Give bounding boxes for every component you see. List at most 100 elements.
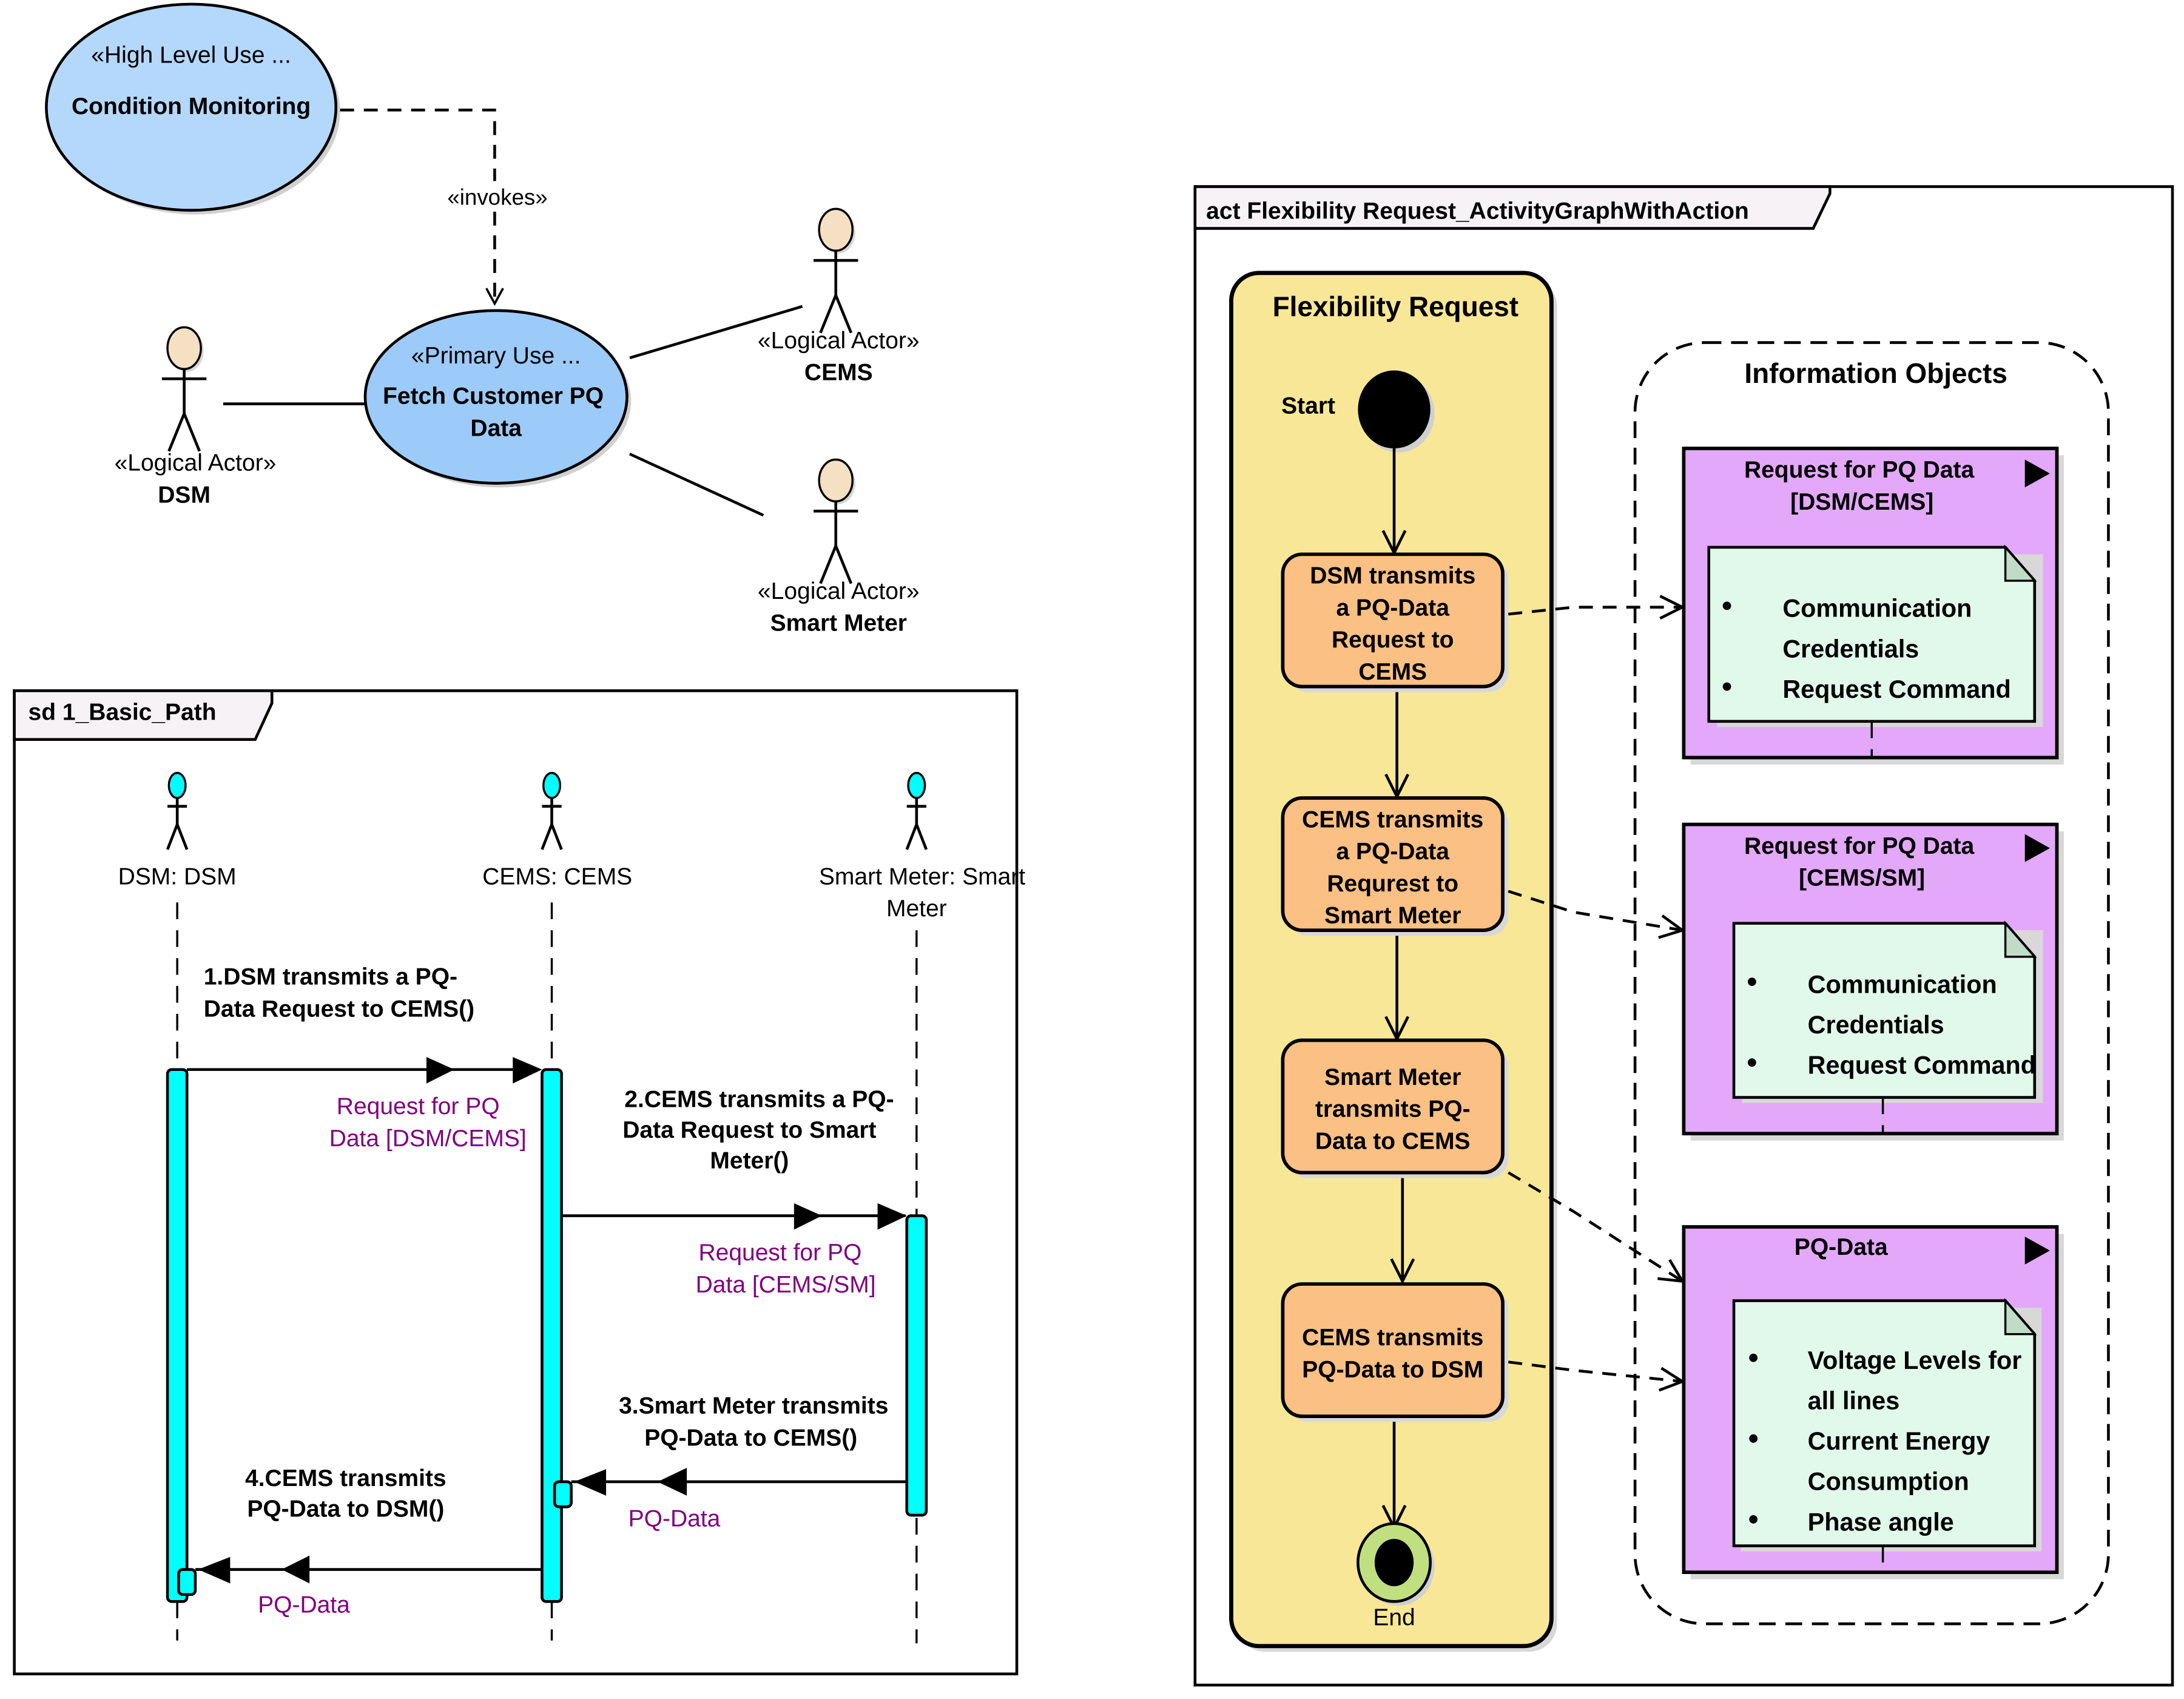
- bullet-icon: [1747, 978, 1756, 986]
- action-smart-meter-transmits-data[interactable]: Smart Meter transmits PQ- Data to CEMS: [1281, 1038, 1509, 1178]
- invokes-label: «invokes»: [447, 184, 547, 209]
- conveyed-object: PQ-Data: [629, 1505, 721, 1532]
- message-2[interactable]: 2.CEMS transmits a PQ- Data Request to S…: [561, 1087, 907, 1298]
- lifeline-label-line2: Meter: [886, 896, 947, 922]
- use-case-condition-monitoring[interactable]: «High Level Use ... Condition Monitoring: [45, 2, 340, 215]
- bullet-icon: [1749, 1434, 1758, 1443]
- message-1[interactable]: 1.DSM transmits a PQ- Data Request to CE…: [187, 964, 542, 1152]
- object-pq-data[interactable]: PQ-Data Voltage Levels for all lines Cur…: [1682, 1225, 2064, 1579]
- action-label-line2: a PQ-Data: [1336, 595, 1450, 621]
- activation-bar-smart-meter[interactable]: [905, 1214, 928, 1517]
- use-case-name: Condition Monitoring: [72, 93, 311, 120]
- signal-arrow-icon: [2024, 834, 2051, 862]
- actor-name: CEMS: [804, 360, 873, 386]
- lifeline-cems[interactable]: CEMS: CEMS: [482, 772, 632, 1641]
- note-item-cont: Consumption: [1808, 1468, 1969, 1496]
- note-item: Current Energy: [1808, 1427, 1990, 1455]
- lifeline-dsm[interactable]: DSM: DSM: [118, 772, 237, 1641]
- actor-stereotype: «Logical Actor»: [758, 328, 920, 354]
- object-note: Voltage Levels for all lines Current Ene…: [1732, 1298, 2042, 1552]
- actor-stick-figure-icon: [161, 326, 207, 452]
- actor-smart-meter[interactable]: «Logical Actor» Smart Meter: [758, 458, 920, 637]
- lifeline-smart-meter[interactable]: Smart Meter: Smart Meter: [819, 772, 1025, 1644]
- lifeline-actor-icon: [166, 772, 189, 850]
- object-request-dsm-cems[interactable]: Request for PQ Data [DSM/CEMS] Communica…: [1682, 447, 2064, 765]
- actor-cems[interactable]: «Logical Actor» CEMS: [758, 208, 920, 386]
- information-flow-arrow-icon: [794, 1203, 822, 1230]
- message-label-line1: 4.CEMS transmits: [245, 1465, 447, 1491]
- use-case-stereotype: «Primary Use ...: [411, 343, 581, 369]
- bullet-icon: [1722, 601, 1731, 610]
- object-title-line2: [DSM/CEMS]: [1790, 489, 1933, 515]
- use-case-fetch-customer-pq-data[interactable]: «Primary Use ... Fetch Customer PQ Data: [363, 309, 632, 488]
- arrowhead-icon: [513, 1056, 542, 1084]
- note-item: Communication: [1808, 970, 1997, 998]
- conveyed-object: PQ-Data: [258, 1592, 350, 1618]
- activation-bar-cems[interactable]: [541, 1068, 563, 1603]
- bullet-icon: [1722, 682, 1731, 691]
- note-fold-icon: [2004, 1298, 2037, 1336]
- action-dsm-transmits-request[interactable]: DSM transmits a PQ-Data Request to CEMS: [1281, 552, 1509, 692]
- activity-frame-title: act Flexibility Request_ActivityGraphWit…: [1206, 198, 1749, 224]
- final-node[interactable]: End: [1357, 1522, 1435, 1631]
- action-label-line2: transmits PQ-: [1315, 1096, 1471, 1123]
- lifeline-actor-icon: [541, 772, 563, 850]
- message-label-line1: 3.Smart Meter transmits: [619, 1393, 888, 1419]
- note-item-cont: Credentials: [1782, 635, 1919, 663]
- note-item: Request Command: [1808, 1052, 2036, 1079]
- action-label-line1: DSM transmits: [1310, 563, 1475, 589]
- use-case-stereotype: «High Level Use ...: [91, 42, 291, 68]
- activation-bar-dsm[interactable]: [166, 1068, 189, 1603]
- object-title-line1: Request for PQ Data: [1744, 457, 1975, 483]
- association-cems[interactable]: [629, 305, 803, 360]
- note-item: Request Command: [1782, 675, 2010, 703]
- end-label: End: [1373, 1604, 1415, 1630]
- sequence-frame-tab[interactable]: sd 1_Basic_Path: [13, 689, 274, 741]
- object-flow[interactable]: [1508, 890, 1682, 930]
- conveyed-object-line2: Data [CEMS/SM]: [696, 1272, 876, 1298]
- action-label-line2: PQ-Data to DSM: [1302, 1357, 1483, 1383]
- action-label-line4: CEMS: [1358, 659, 1427, 685]
- arrowhead-icon: [574, 1469, 607, 1496]
- group-title: Information Objects: [1744, 357, 2007, 389]
- action-cems-transmits-request[interactable]: CEMS transmits a PQ-Data Requrest to Sma…: [1281, 796, 1509, 936]
- actor-dsm[interactable]: «Logical Actor» DSM: [115, 326, 277, 508]
- start-label: Start: [1281, 393, 1335, 419]
- information-objects-group[interactable]: Information Objects: [1633, 341, 2110, 1626]
- bullet-icon: [1749, 1515, 1758, 1524]
- partition-title: Flexibility Request: [1273, 291, 1518, 322]
- message-label-line3: Meter(): [710, 1148, 789, 1174]
- message-3[interactable]: 3.Smart Meter transmits PQ-Data to CEMS(…: [571, 1393, 907, 1532]
- action-label-line4: Smart Meter: [1324, 903, 1461, 929]
- activity-diagram: act Flexibility Request_ActivityGraphWit…: [1193, 185, 2174, 1687]
- association-smart-meter[interactable]: [629, 453, 764, 517]
- information-flow-arrow-icon: [426, 1056, 454, 1084]
- bullet-icon: [1747, 1058, 1756, 1067]
- note-item-cont: all lines: [1808, 1387, 1900, 1415]
- note-item: Phase angle: [1808, 1508, 1954, 1536]
- invokes-dependency[interactable]: «invokes»: [340, 109, 548, 306]
- object-note: Communication Credentials Request Comman…: [1707, 544, 2043, 728]
- sequence-frame: [13, 689, 1019, 1675]
- object-title-line2: [CEMS/SM]: [1799, 865, 1925, 891]
- sequence-diagram: sd 1_Basic_Path DSM: DSM CEMS:: [13, 689, 1025, 1675]
- object-flow[interactable]: [1508, 1171, 1682, 1281]
- initial-node[interactable]: Start: [1281, 370, 1435, 453]
- activation-bar-cems-nested: [553, 1480, 573, 1508]
- arrowhead-icon: [198, 1556, 231, 1584]
- action-cems-transmits-data[interactable]: CEMS transmits PQ-Data to DSM: [1281, 1282, 1509, 1422]
- note-item: Communication: [1782, 595, 1972, 623]
- lifeline-label-line1: Smart Meter: Smart: [819, 863, 1025, 890]
- actor-stick-figure-icon: [813, 458, 858, 584]
- conveyed-object-line1: Request for PQ: [699, 1240, 862, 1266]
- action-label-line1: CEMS transmits: [1302, 1325, 1483, 1351]
- object-request-cems-sm[interactable]: Request for PQ Data [CEMS/SM] Communicat…: [1682, 822, 2064, 1141]
- message-label-line2: Data Request to CEMS(): [204, 996, 474, 1022]
- object-title-line1: Request for PQ Data: [1744, 833, 1975, 859]
- actor-stick-figure-icon: [813, 208, 858, 334]
- actor-stereotype: «Logical Actor»: [115, 450, 277, 476]
- activity-frame-tab[interactable]: act Flexibility Request_ActivityGraphWit…: [1193, 185, 1832, 230]
- start-node-icon: [1358, 370, 1431, 449]
- message-4[interactable]: 4.CEMS transmits PQ-Data to DSM() PQ-Dat…: [195, 1465, 542, 1618]
